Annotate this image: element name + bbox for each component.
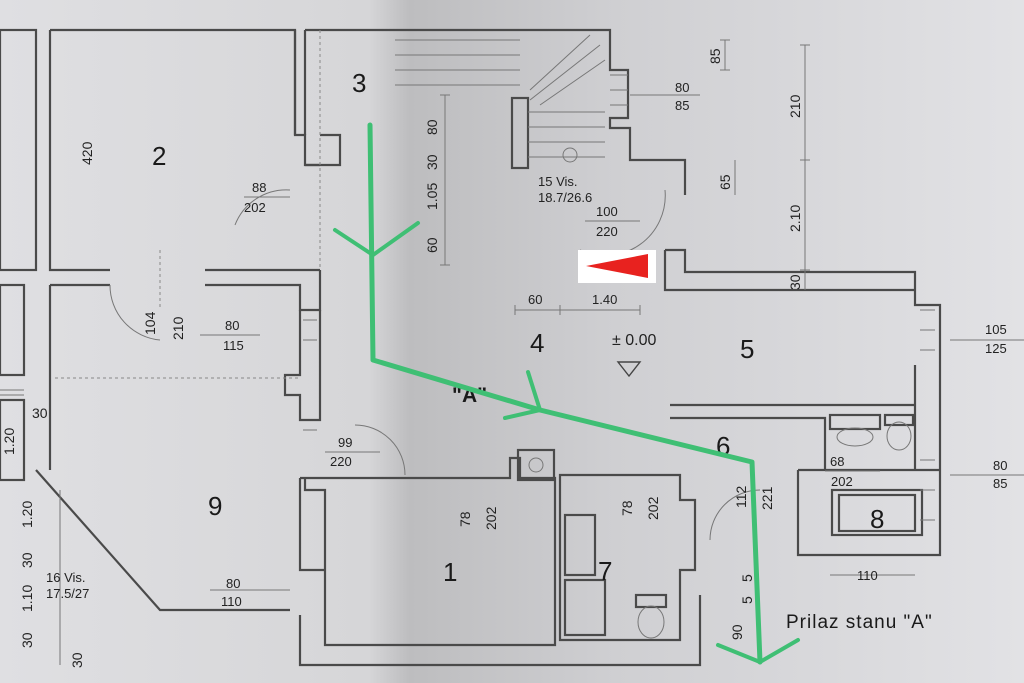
door-dim: 80 [675, 80, 689, 95]
vert-dim: 210 [787, 94, 803, 118]
door-dim: 80 [993, 458, 1007, 473]
vert-dim: 80 [424, 119, 440, 135]
door-dim: 115 [223, 338, 244, 353]
route-arrow-icon [503, 370, 542, 420]
door-dim: 105 [985, 322, 1007, 337]
horiz-dim: 60 [528, 292, 542, 307]
triangle-down-icon [616, 361, 642, 378]
vert-dim: 202 [483, 506, 499, 530]
room-5-label: 5 [740, 334, 754, 364]
vert-dim: 1.20 [19, 501, 35, 528]
vert-dim: 1.20 [1, 428, 17, 455]
vertical-dimensions: 420 80 30 1.05 60 85 210 65 2.10 30 104 … [1, 48, 803, 668]
vert-dim: 78 [619, 500, 635, 516]
red-triangle-left-icon [586, 254, 648, 278]
room-9-label: 9 [208, 491, 222, 521]
room-1-label: 1 [443, 557, 457, 587]
door-dim: 220 [596, 224, 618, 239]
vert-dim: 78 [457, 511, 473, 527]
vert-dim: 65 [717, 174, 733, 190]
vert-dim: 202 [645, 496, 661, 520]
vert-dim: 5 [739, 574, 755, 582]
vert-dim: 30 [69, 652, 85, 668]
door-dim: 88 [252, 180, 266, 195]
stairs-main-ratio: 18.7/26.6 [538, 190, 592, 205]
level-mark: ± 0.00 [612, 332, 656, 349]
vert-dim: 1.10 [19, 585, 35, 612]
horizontal-dimensions: 60 1.40 110 30 [32, 292, 878, 583]
room-2-label: 2 [152, 141, 166, 171]
room-4-label: 4 [530, 328, 544, 358]
vert-dim: 30 [424, 154, 440, 170]
vert-dim: 60 [424, 237, 440, 253]
vert-dim: 30 [19, 632, 35, 648]
vert-dim: 30 [787, 274, 803, 290]
vert-dim: 90 [729, 624, 745, 640]
route-label: Prilaz stanu "A" [786, 612, 933, 633]
door-dim: 99 [338, 435, 352, 450]
door-dim: 202 [244, 200, 266, 215]
door-dim: 100 [596, 204, 618, 219]
vert-dim: 221 [759, 486, 775, 510]
stairs-main-count: 15 Vis. [538, 174, 578, 189]
route-arrow-icon [333, 221, 420, 257]
vert-dim: 2.10 [787, 205, 803, 232]
door-dim: 202 [831, 474, 853, 489]
door-dim: 125 [985, 341, 1007, 356]
dimension-lines [59, 39, 1024, 665]
door-dim: 220 [330, 454, 352, 469]
door-dim: 80 [226, 576, 240, 591]
vert-dim: 5 [739, 596, 755, 604]
door-dimensions: 88 202 100 220 80 115 99 220 80 110 68 2… [200, 80, 1007, 609]
room-3-label: 3 [352, 68, 366, 98]
vert-dim: 210 [170, 316, 186, 340]
vert-dim: 112 [733, 485, 749, 508]
horiz-dim: 1.40 [592, 292, 617, 307]
vert-dim: 420 [79, 141, 95, 165]
vert-dim: 85 [707, 48, 723, 64]
room-7-label: 7 [598, 556, 612, 586]
vert-dim: 104 [142, 311, 158, 335]
stairs-side-count: 16 Vis. [46, 570, 86, 585]
walls [0, 28, 942, 667]
stairs-side-ratio: 17.5/27 [46, 586, 89, 601]
access-route [333, 122, 800, 665]
horiz-dim: 110 [857, 568, 878, 583]
door-dim: 85 [675, 98, 689, 113]
door-dim: 85 [993, 476, 1007, 491]
vert-dim: 30 [19, 552, 35, 568]
horiz-dim: 30 [32, 405, 48, 421]
door-dim: 68 [830, 454, 844, 469]
door-dim: 80 [225, 318, 239, 333]
route-arrow-icon [716, 638, 800, 664]
door-dim: 110 [221, 594, 242, 609]
room-8-label: 8 [870, 504, 884, 534]
vert-dim: 1.05 [424, 183, 440, 210]
